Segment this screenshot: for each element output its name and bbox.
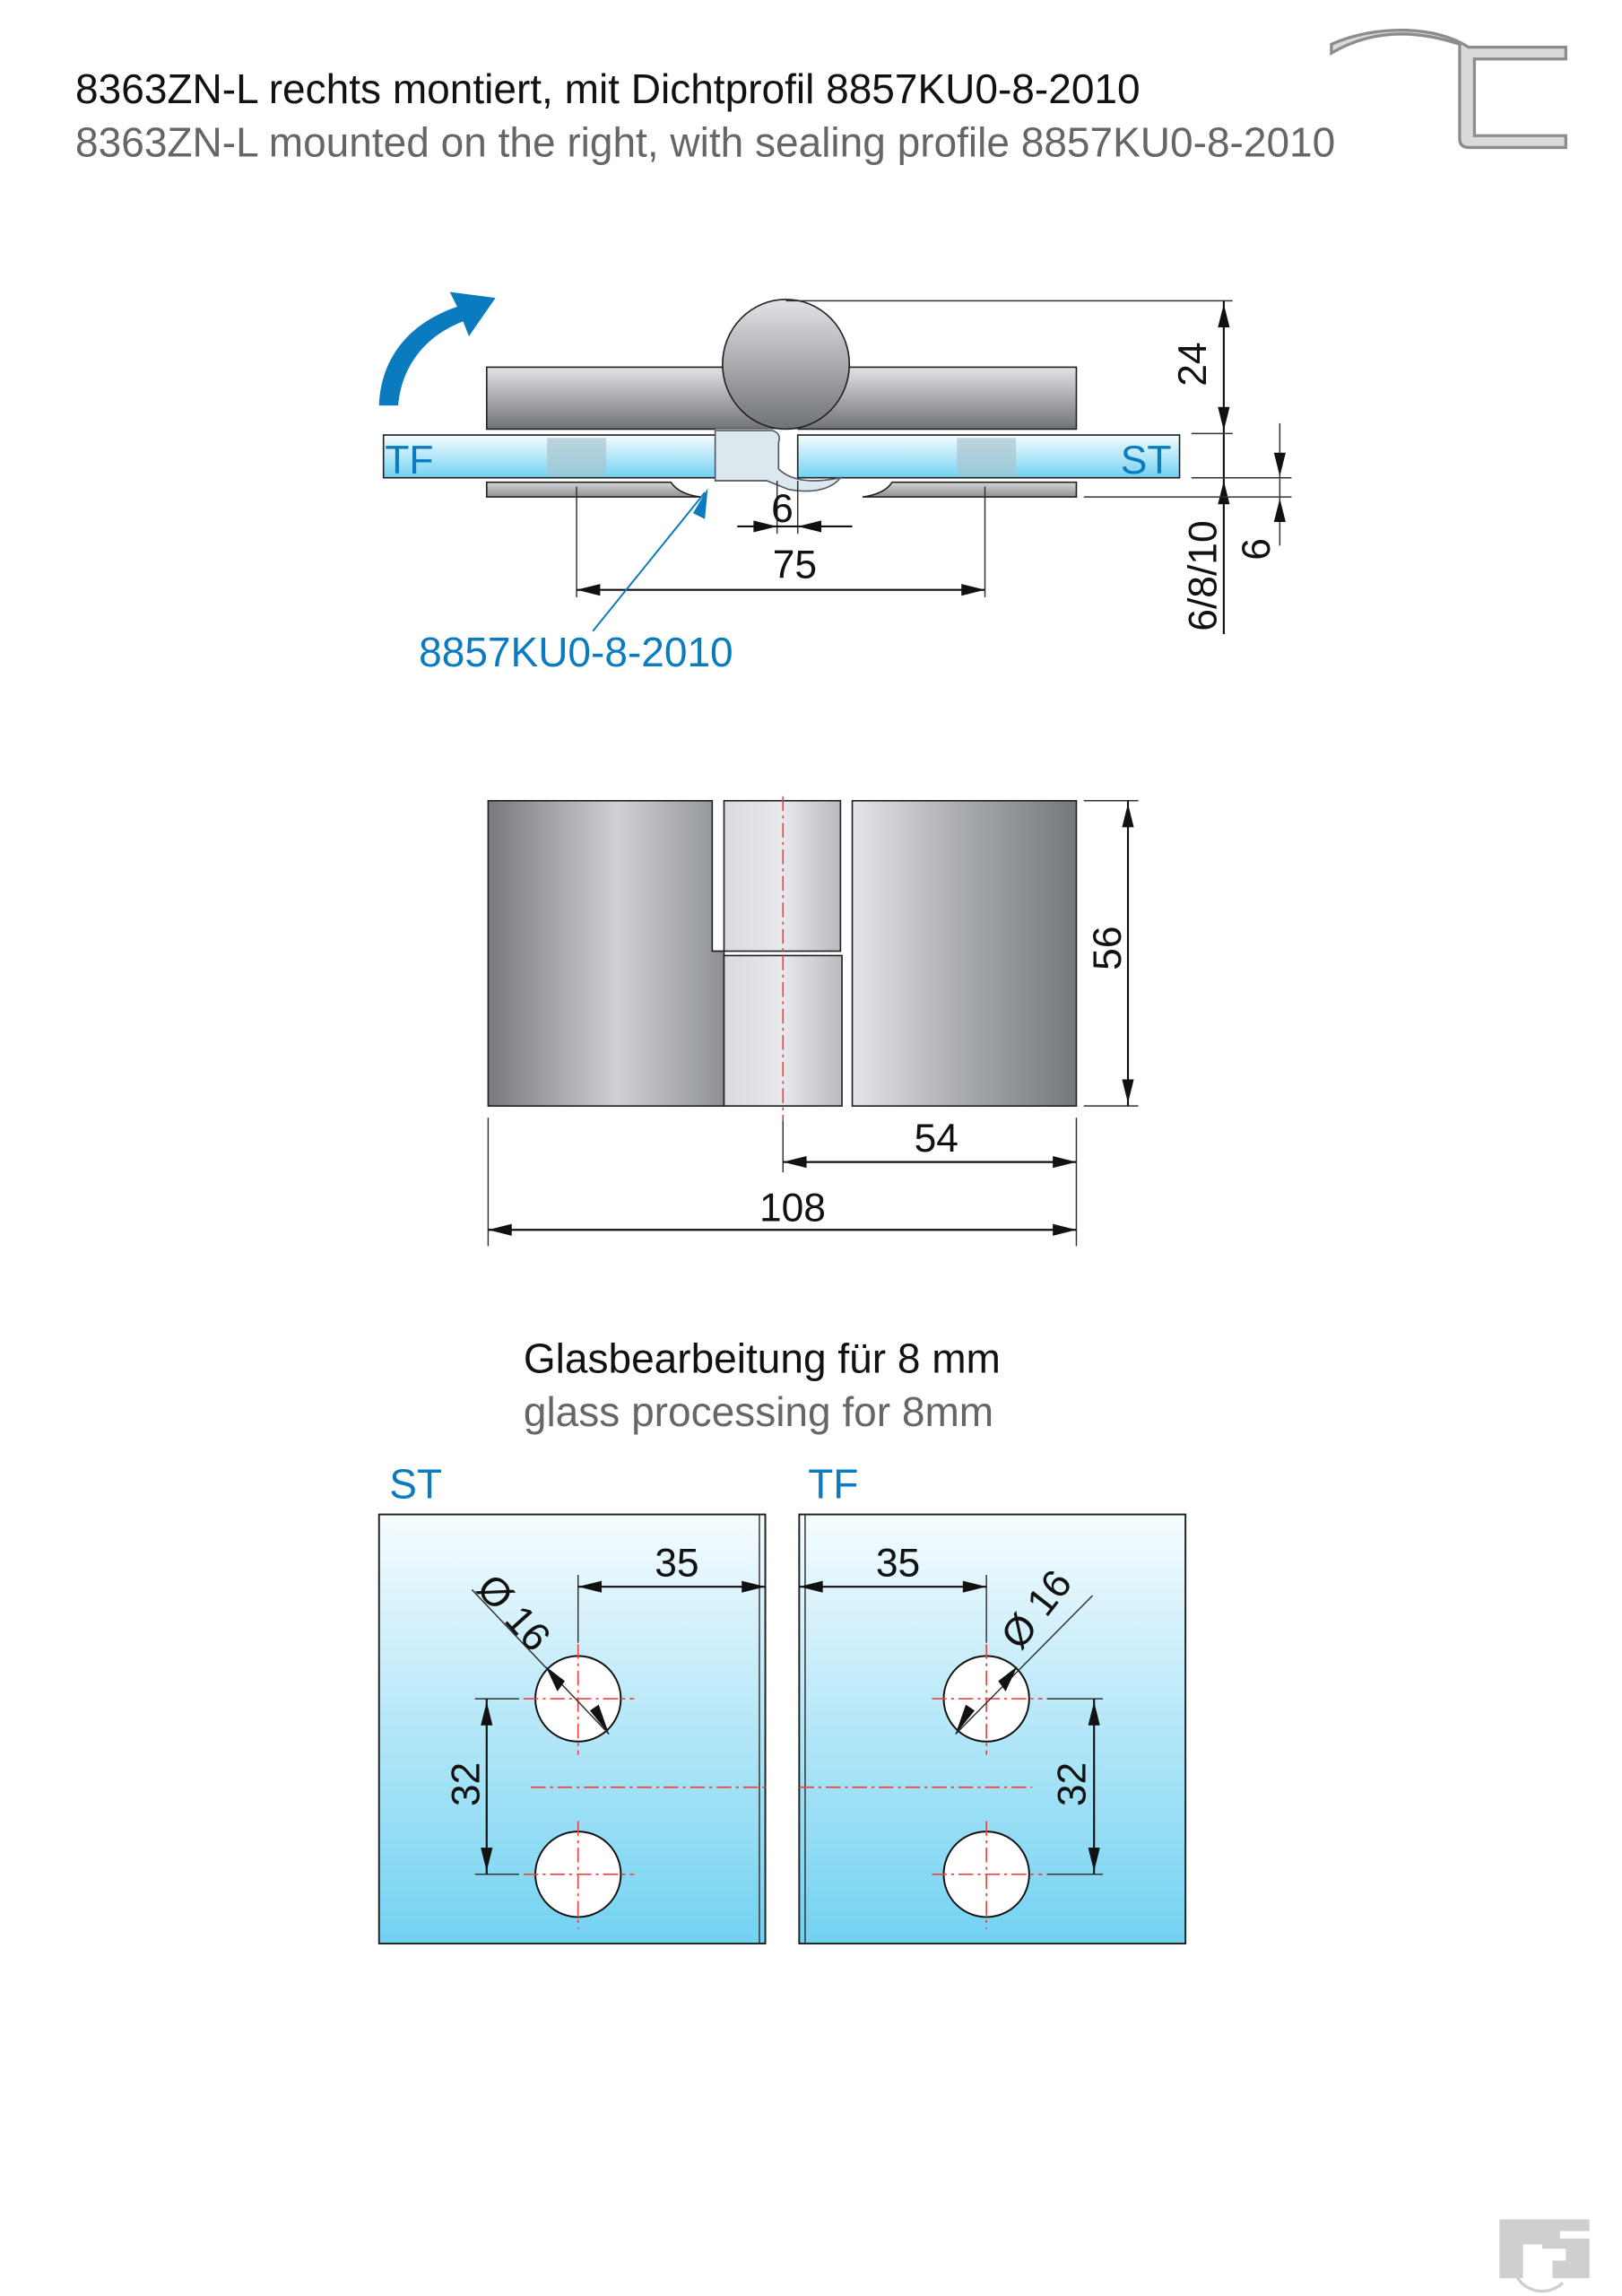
panel-tf: TF 35 Ø 16 32 bbox=[798, 1460, 1187, 1945]
dim-6-8-10: 6/8/10 bbox=[1182, 520, 1226, 631]
dim-6-gap: 6 bbox=[771, 487, 794, 531]
dim-35-st: 35 bbox=[655, 1542, 698, 1586]
side-view: 56 54 108 bbox=[487, 796, 1139, 1247]
dim-56: 56 bbox=[1086, 926, 1130, 970]
glass-processing-subtitle: glass processing for 8mm bbox=[524, 1388, 993, 1435]
label-st: ST bbox=[1121, 439, 1172, 483]
dim-35-tf: 35 bbox=[876, 1542, 920, 1586]
glass-processing: Glasbearbeitung für 8 mm glass processin… bbox=[377, 1335, 1187, 1945]
label-tf: TF bbox=[385, 439, 433, 483]
glass-processing-title: Glasbearbeitung für 8 mm bbox=[524, 1335, 1001, 1382]
panel-label-tf: TF bbox=[808, 1460, 858, 1507]
title-english: 8363ZN-L mounted on the right, with seal… bbox=[75, 118, 1335, 165]
brand-logo bbox=[1499, 2219, 1590, 2293]
dim-108: 108 bbox=[759, 1186, 826, 1230]
dim-32-st: 32 bbox=[445, 1762, 489, 1806]
title-german: 8363ZN-L rechts montiert, mit Dichtprofi… bbox=[75, 65, 1141, 112]
rotation-arrow-icon bbox=[378, 291, 496, 406]
top-view: TF ST 24 6/8/10 6 6 75 8857KU0-8-2010 bbox=[378, 291, 1292, 675]
dim-32-tf: 32 bbox=[1050, 1762, 1094, 1806]
panel-label-st: ST bbox=[389, 1460, 442, 1507]
sealing-profile-icon bbox=[1330, 28, 1567, 150]
dim-6-offset: 6 bbox=[1235, 538, 1279, 561]
dim-24: 24 bbox=[1171, 342, 1215, 386]
dim-75: 75 bbox=[773, 544, 817, 587]
profile-label: 8857KU0-8-2010 bbox=[419, 629, 733, 675]
panel-st: ST 35 Ø 16 32 bbox=[377, 1460, 767, 1945]
hinge-knuckle bbox=[722, 298, 851, 430]
dim-54: 54 bbox=[915, 1117, 958, 1161]
